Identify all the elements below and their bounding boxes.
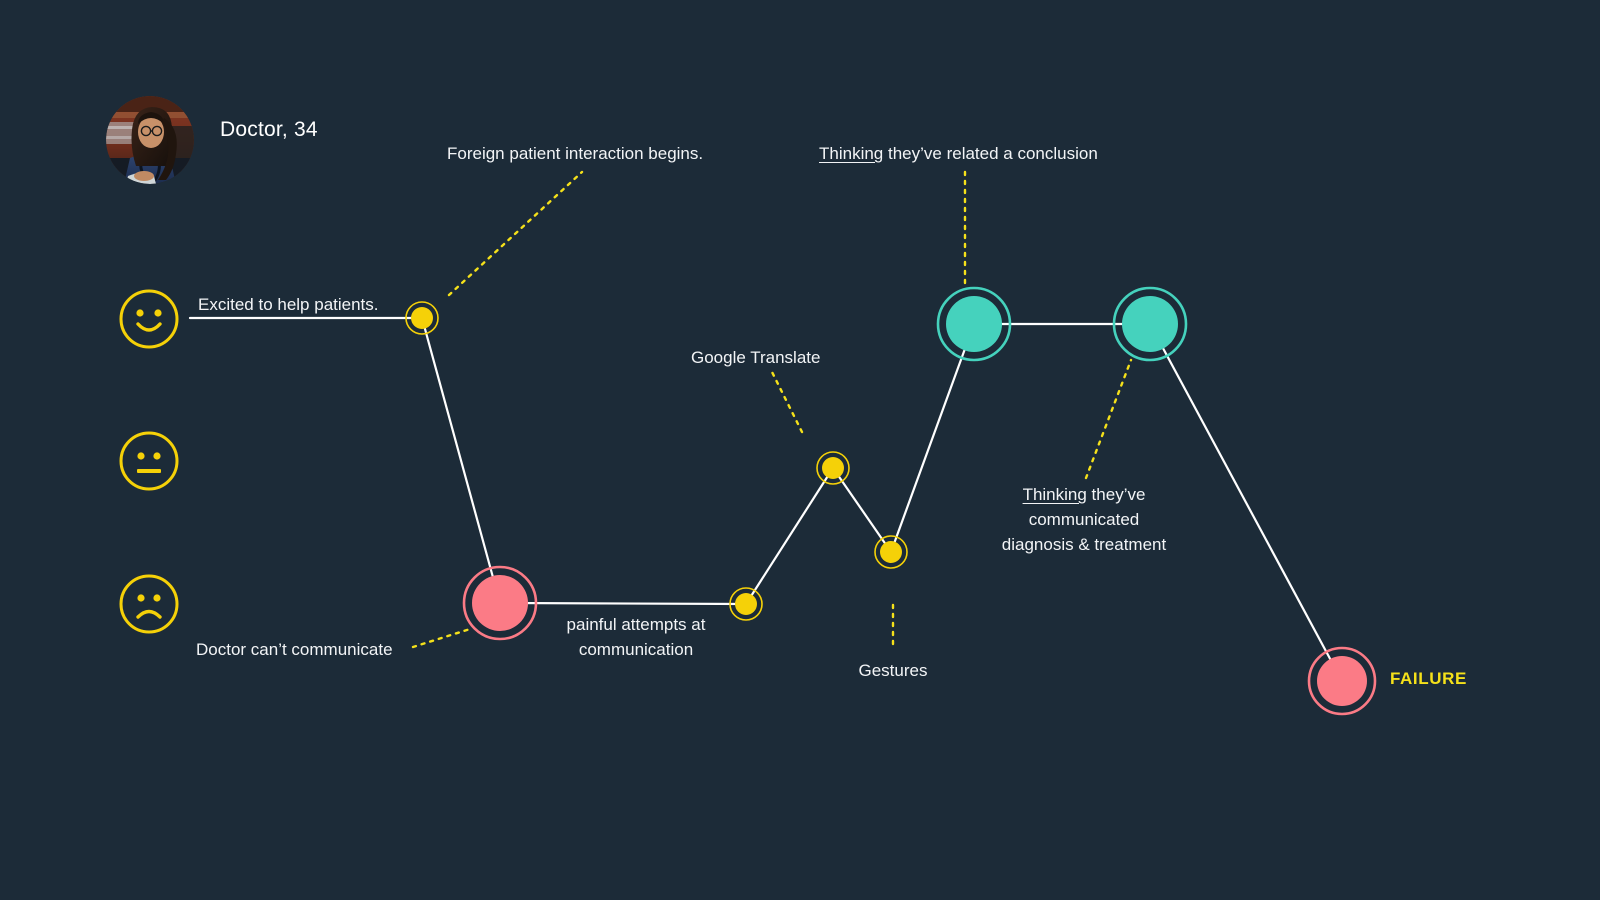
node-communicated-ring — [1112, 286, 1188, 362]
happy-face-icon — [118, 288, 180, 350]
node-failure-core — [1317, 656, 1367, 706]
annotation-thinking-communicated-line3: diagnosis & treatment — [1001, 535, 1167, 554]
annotation-excited-text: Excited to help patients. — [198, 295, 379, 314]
node-conclusion — [936, 286, 1012, 362]
persona-header: Doctor, 34 — [106, 96, 318, 184]
neutral-face-icon — [118, 430, 180, 492]
connector-foreign-patient — [447, 170, 584, 297]
node-conclusion-core — [946, 296, 1002, 352]
node-excited — [405, 301, 439, 335]
journey-path-polyline — [188, 316, 1344, 683]
annotation-thinking-communicated-line1-rest: they’ve — [1086, 485, 1146, 504]
annotation-connector-lines — [411, 170, 1133, 649]
connector-google-translate — [770, 370, 804, 434]
annotation-excited: Excited to help patients. — [198, 292, 379, 317]
annotation-thinking-communicated-keyword: Thinking — [1022, 485, 1087, 504]
annotation-thinking-conclusion: Thinking they’ve related a conclusion — [819, 141, 1098, 166]
annotation-painful-attempts-line1: painful attempts at — [566, 615, 706, 634]
annotation-foreign-patient: Foreign patient interaction begins. — [447, 141, 703, 166]
annotation-failure-text: FAILURE — [1390, 669, 1467, 688]
annotation-painful-attempts-line2: communication — [578, 640, 694, 659]
annotation-thinking-communicated: Thinking they’ve communicated diagnosis … — [1002, 482, 1166, 557]
annotation-doctor-cannot-communicate-text: Doctor can’t communicate — [196, 640, 393, 659]
node-cannot-communicate-ring — [462, 565, 538, 641]
node-gestures-ring — [874, 535, 908, 569]
journey-node-group — [405, 286, 1377, 716]
annotation-google-translate-text: Google Translate — [691, 348, 821, 367]
node-excited-ring — [405, 301, 439, 335]
annotation-painful-attempts: painful attempts at communication — [567, 612, 706, 662]
node-communicated-core — [1122, 296, 1178, 352]
page-title: Doctor, 34 — [220, 117, 318, 141]
node-cannot-communicate — [462, 565, 538, 641]
annotation-thinking-conclusion-text: they’ve related a conclusion — [883, 144, 1098, 163]
annotation-thinking-communicated-line2: communicated — [1028, 510, 1140, 529]
node-failure — [1307, 646, 1377, 716]
node-painful-attempts-core — [735, 593, 757, 615]
sad-face-icon — [118, 573, 180, 635]
annotation-thinking-communicated-line1: Thinking they’ve — [1002, 482, 1166, 507]
annotation-gestures-text: Gestures — [858, 661, 928, 680]
node-excited-core — [411, 307, 433, 329]
connector-doctor-cannot-communicate — [411, 627, 472, 649]
node-google-translate-core — [822, 457, 844, 479]
node-painful-attempts-ring — [729, 587, 763, 621]
node-communicated — [1112, 286, 1188, 362]
node-cannot-communicate-core — [472, 575, 528, 631]
annotation-failure: FAILURE — [1390, 669, 1467, 689]
connector-thinking-communicated — [1084, 358, 1133, 480]
annotation-doctor-cannot-communicate: Doctor can’t communicate — [196, 637, 393, 662]
doctor-photo — [106, 96, 194, 184]
node-conclusion-ring — [936, 286, 1012, 362]
annotation-foreign-patient-text: Foreign patient interaction begins. — [447, 144, 704, 163]
doctor-photo-avatar — [106, 96, 194, 184]
node-painful-attempts — [729, 587, 763, 621]
node-gestures-core — [880, 541, 902, 563]
node-google-translate-ring — [816, 451, 850, 485]
node-google-translate — [816, 451, 850, 485]
annotation-thinking-conclusion-keyword: Thinking — [819, 144, 884, 163]
annotation-google-translate: Google Translate — [691, 345, 820, 370]
node-gestures — [874, 535, 908, 569]
journey-path-line — [188, 316, 1344, 683]
annotation-gestures: Gestures — [859, 658, 928, 683]
node-failure-ring — [1307, 646, 1377, 716]
